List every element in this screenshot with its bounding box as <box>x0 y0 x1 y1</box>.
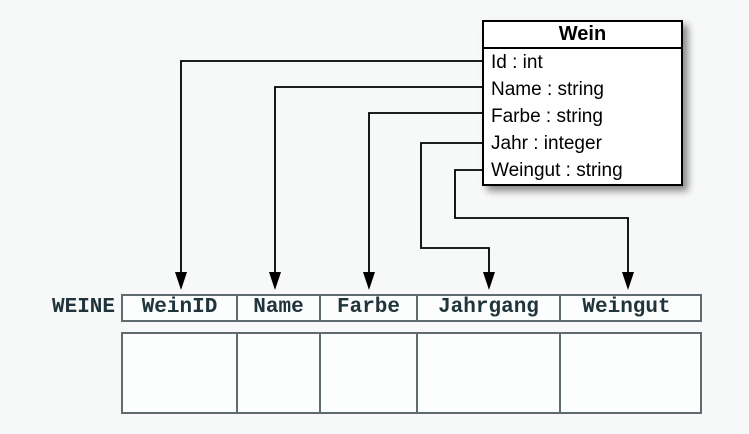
connector-farbe-to-farbe <box>368 112 482 273</box>
table-cell-jahrgang <box>418 334 561 412</box>
column-header-weingut: Weingut <box>582 296 671 319</box>
arrowhead-weinid-icon <box>175 272 187 290</box>
table-cell-weinid <box>123 334 238 412</box>
table-cell-farbe <box>321 334 418 412</box>
column-header-weinid: WeinID <box>123 296 238 320</box>
class-attribute-list: Id : int Name : string Farbe : string Ja… <box>484 49 681 184</box>
connector-weingut-to-weingut <box>454 169 629 273</box>
arrowhead-weingut-icon <box>622 272 634 290</box>
column-header-jahrgang: Jahrgang <box>418 296 561 320</box>
table-cell-name <box>238 334 321 412</box>
arrowhead-name-icon <box>269 272 281 290</box>
table-header-row: WeinID Name Farbe Jahrgang Weingut <box>121 294 702 322</box>
connector-jahr-to-jahrgang <box>420 142 490 273</box>
table-name-label: WEINE <box>51 296 115 319</box>
uml-class-wein: Wein Id : int Name : string Farbe : stri… <box>482 20 683 186</box>
class-attribute-jahr: Jahr : integer <box>491 133 602 154</box>
class-attribute-farbe: Farbe : string <box>491 106 603 127</box>
connector-name-to-name <box>274 86 482 273</box>
arrowhead-farbe-icon <box>363 272 375 290</box>
class-attribute-weingut: Weingut : string <box>491 160 623 181</box>
table-row <box>121 332 702 414</box>
class-title: Wein <box>484 22 681 49</box>
arrowhead-jahrgang-icon <box>483 272 495 290</box>
class-attribute-id: Id : int <box>491 52 543 73</box>
column-header-farbe: Farbe <box>321 296 418 320</box>
table-cell-weingut <box>561 334 692 412</box>
class-attribute-name: Name : string <box>491 79 604 100</box>
column-header-name: Name <box>238 296 321 320</box>
connector-id-to-weinid <box>180 60 482 273</box>
